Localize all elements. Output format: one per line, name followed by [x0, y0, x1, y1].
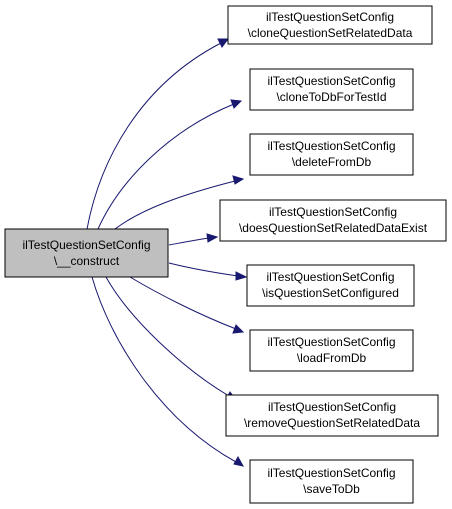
- node-label-line2: \doesQuestionSetRelatedDataExist: [239, 221, 428, 235]
- node-label-line2: \cloneToDbForTestId: [276, 90, 386, 104]
- node-label-line2: \deleteFromDb: [292, 155, 372, 169]
- node-label-line1: ilTestQuestionSetConfig: [267, 139, 395, 153]
- node-label-line2: \removeQuestionSetRelatedData: [244, 416, 420, 430]
- edge-save-to-db: [91, 276, 237, 463]
- node-label-line1: ilTestQuestionSetConfig: [266, 10, 394, 24]
- edge-delete-from-db: [114, 180, 236, 230]
- edge-clone-to-db-for-test-id: [97, 103, 235, 230]
- node-delete-from-db[interactable]: ilTestQuestionSetConfig \deleteFromDb: [249, 133, 414, 176]
- node-label-line1: ilTestQuestionSetConfig: [266, 270, 394, 284]
- node-label-line1: ilTestQuestionSetConfig: [267, 335, 395, 349]
- node-label-line1: ilTestQuestionSetConfig: [269, 205, 397, 219]
- edge-clone-question-set-related-data-arrow: [217, 38, 229, 48]
- node-label-line1: ilTestQuestionSetConfig: [267, 466, 395, 480]
- node-label-line2: \isQuestionSetConfigured: [262, 286, 399, 300]
- node-clone-question-set-related-data[interactable]: ilTestQuestionSetConfig \cloneQuestionSe…: [227, 5, 433, 45]
- edge-does-question-set-related-data-exist-arrow: [206, 233, 219, 243]
- node-is-question-set-configured[interactable]: ilTestQuestionSetConfig \isQuestionSetCo…: [246, 264, 415, 307]
- node-label-line1: ilTestQuestionSetConfig: [267, 74, 395, 88]
- node-root-construct[interactable]: ilTestQuestionSetConfig \__construct: [4, 228, 169, 278]
- node-does-question-set-related-data-exist[interactable]: ilTestQuestionSetConfig \doesQuestionSet…: [219, 199, 447, 242]
- node-save-to-db[interactable]: ilTestQuestionSetConfig \saveToDb: [249, 459, 414, 504]
- edge-save-to-db-arrow: [233, 455, 244, 467]
- node-root-line1: ilTestQuestionSetConfig: [22, 238, 150, 252]
- node-label-line1: ilTestQuestionSetConfig: [268, 400, 396, 414]
- node-remove-question-set-related-data[interactable]: ilTestQuestionSetConfig \removeQuestionS…: [225, 394, 439, 437]
- node-label-line2: \cloneQuestionSetRelatedData: [248, 26, 413, 40]
- node-root-line2: \__construct: [54, 254, 120, 268]
- edge-is-question-set-configured: [168, 262, 239, 277]
- edge-clone-question-set-related-data: [86, 42, 222, 230]
- node-label-line2: \loadFromDb: [297, 351, 367, 365]
- node-clone-to-db-for-test-id[interactable]: ilTestQuestionSetConfig \cloneToDbForTes…: [249, 68, 414, 111]
- edge-clone-to-db-for-test-id-arrow: [230, 99, 243, 109]
- edges: [86, 38, 248, 467]
- edge-does-question-set-related-data-exist: [168, 237, 210, 246]
- edge-remove-question-set-related-data: [105, 276, 230, 397]
- edge-delete-from-db-arrow: [232, 175, 245, 185]
- edge-load-from-db-arrow: [232, 324, 245, 334]
- node-load-from-db[interactable]: ilTestQuestionSetConfig \loadFromDb: [249, 329, 414, 372]
- node-label-line2: \saveToDb: [303, 482, 360, 496]
- edge-is-question-set-configured-arrow: [235, 271, 248, 281]
- edge-load-from-db: [129, 276, 237, 330]
